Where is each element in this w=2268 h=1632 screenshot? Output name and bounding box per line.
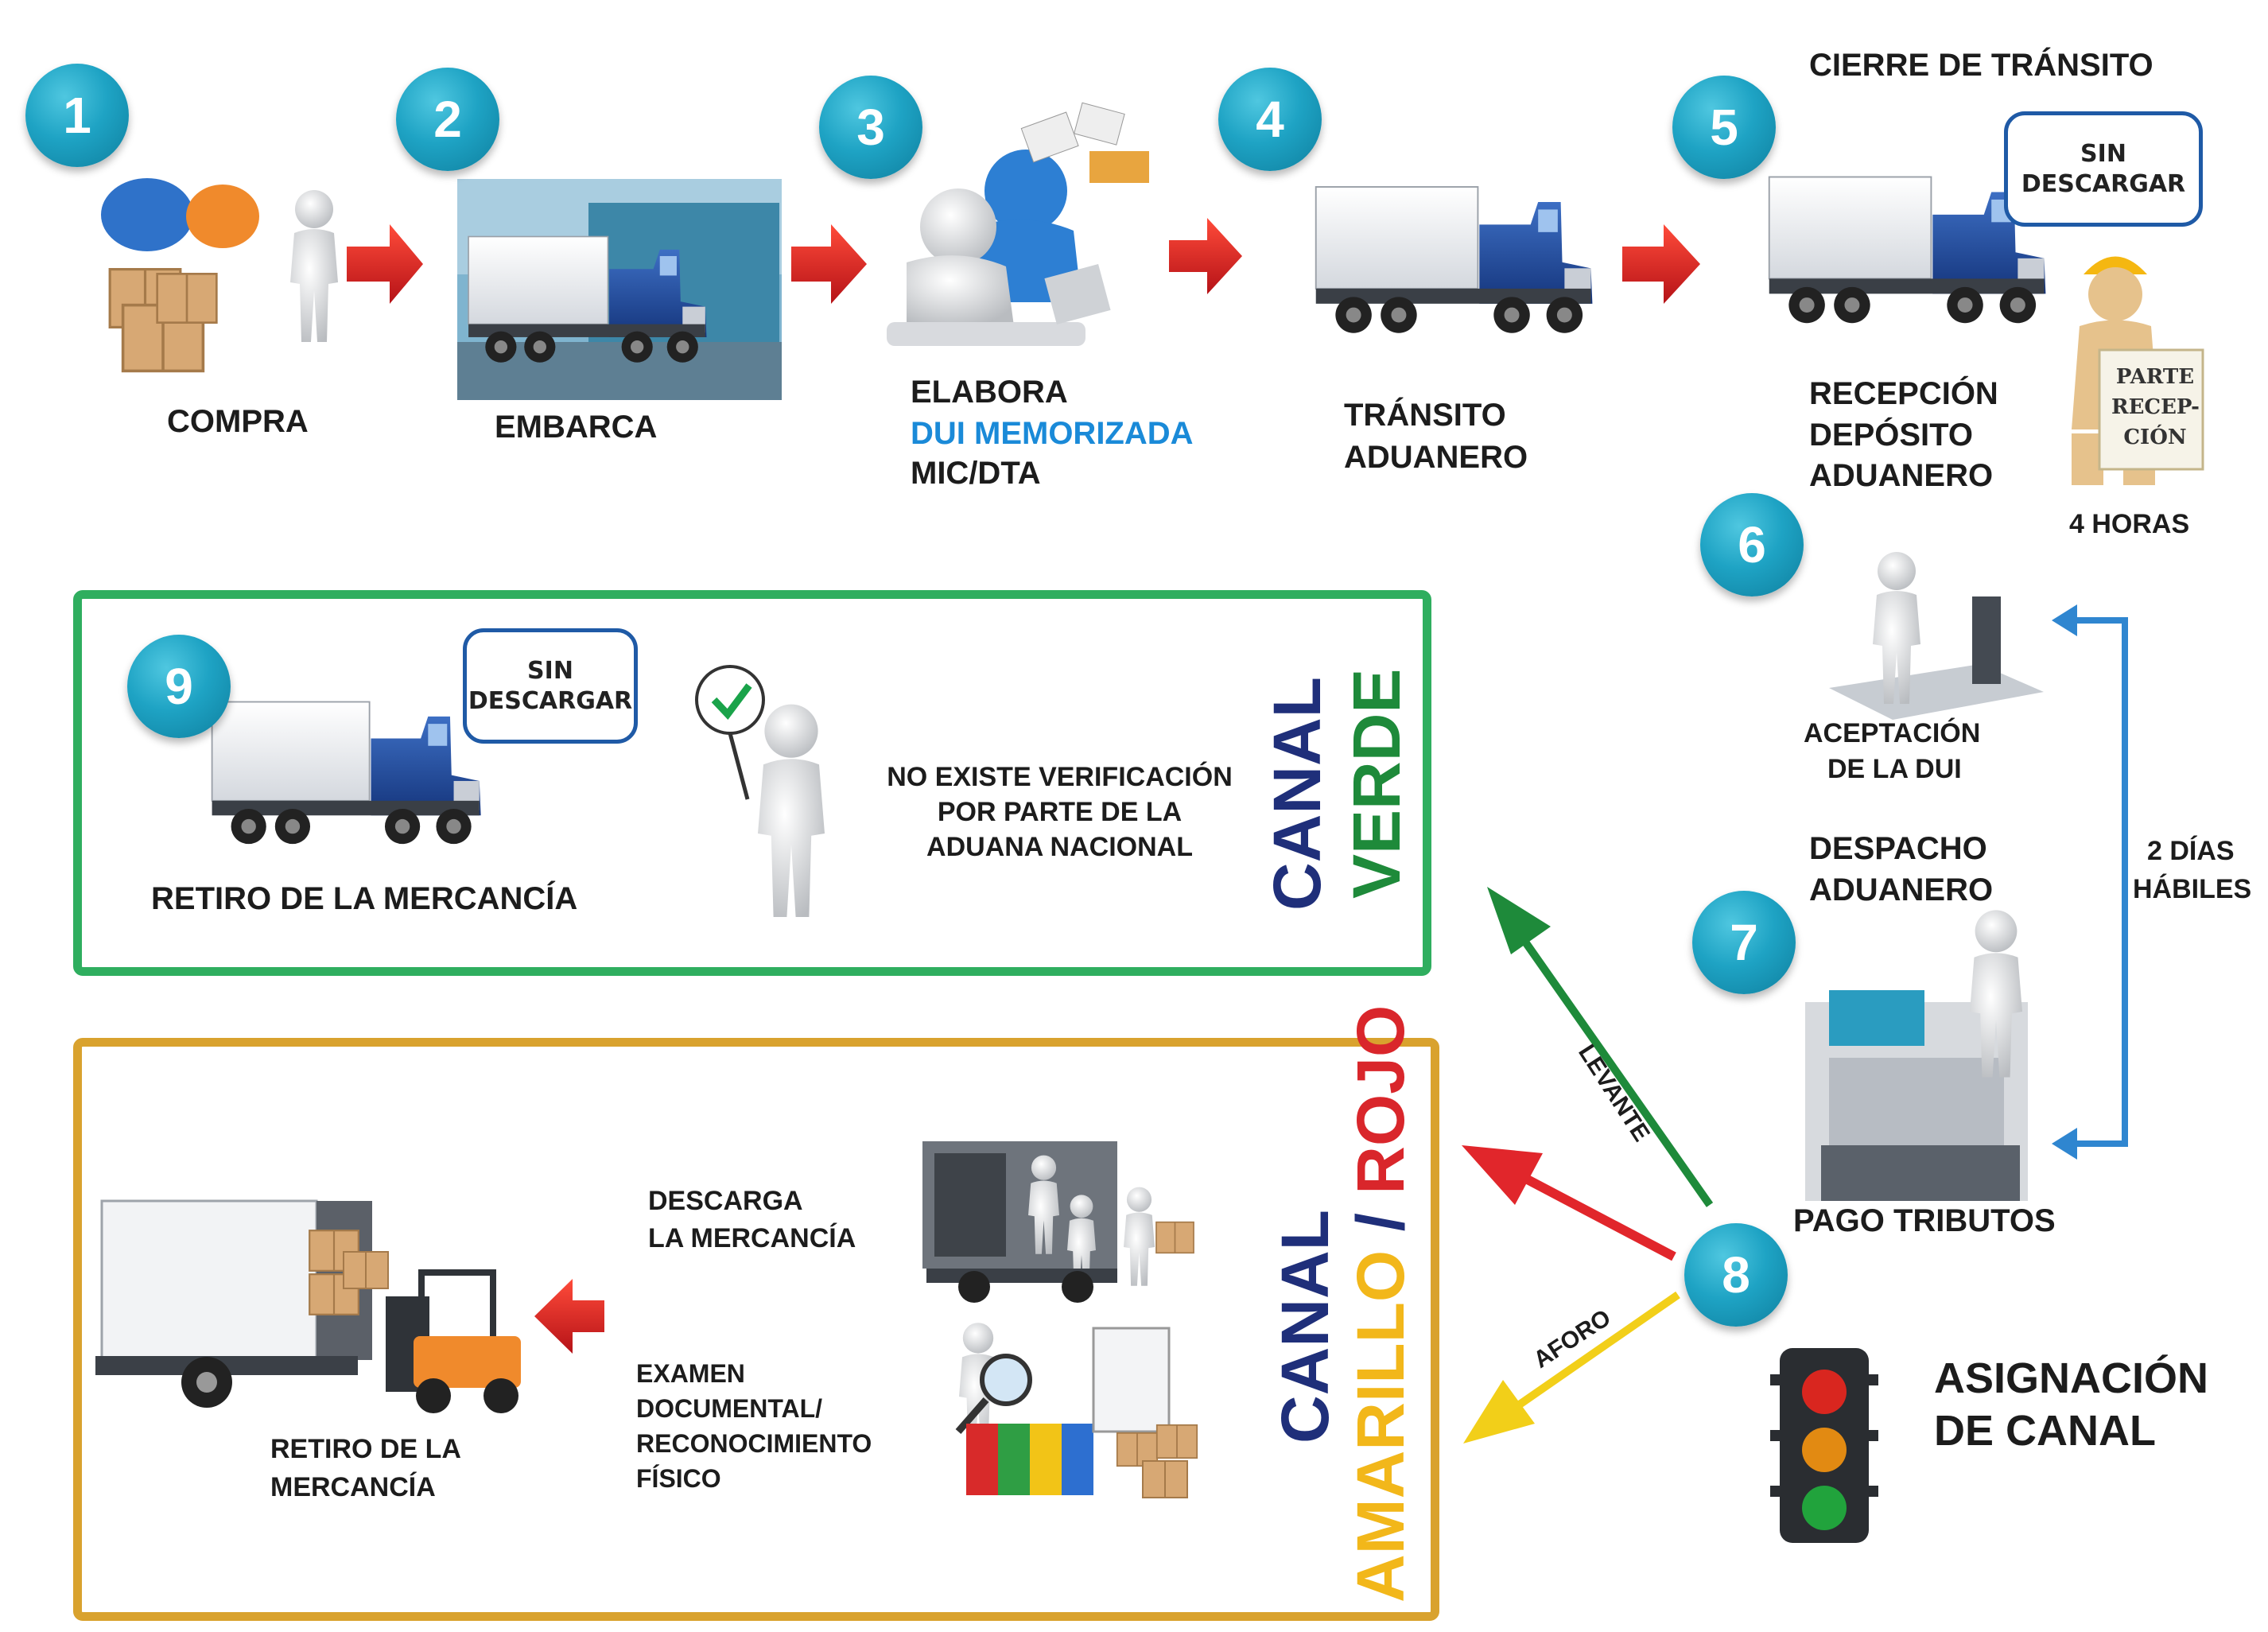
step-badge-2: 2 — [396, 68, 499, 171]
canal-amarillo-rojo-word2: AMARILLO / ROJO — [1343, 1004, 1418, 1603]
step-badge-9: 9 — [127, 635, 231, 738]
canal-amarillo-rojo-panel — [73, 1038, 1439, 1621]
step-badge-6: 6 — [1700, 493, 1804, 596]
step2-label: EMBARCA — [495, 410, 658, 445]
two-days-line2: HÁBILES — [2133, 874, 2252, 904]
examen-text: EXAMEN DOCUMENTAL/ RECONOCIMIENTO FÍSICO — [636, 1356, 872, 1496]
step1-label: COMPRA — [167, 404, 309, 439]
step6-line2: DE LA DUI — [1827, 754, 1962, 784]
unloading-illustration — [922, 1141, 1194, 1303]
step7-top-line1: DESPACHO — [1809, 831, 1987, 866]
magnifier-icon — [955, 1323, 1198, 1499]
step2-photo — [457, 179, 782, 400]
step4-line1: TRÁNSITO — [1344, 398, 1506, 433]
canal-amarillo-rojo-word1: CANAL — [1268, 1210, 1342, 1444]
descarga-line1: DESCARGA — [648, 1186, 803, 1216]
step5-line1: RECEPCIÓN — [1809, 376, 1998, 411]
asignacion-title: ASIGNACIÓN DE CANAL — [1934, 1352, 2208, 1457]
canal-verde-word2: VERDE — [1339, 668, 1414, 899]
step-badge-7: 7 — [1692, 891, 1796, 994]
bubble-line2: DESCARGAR — [468, 686, 633, 715]
step3-line3: MIC/DTA — [911, 456, 1041, 491]
step4-line2: ADUANERO — [1344, 440, 1528, 475]
slash-word: / — [1343, 1194, 1418, 1250]
check-sign-icon — [695, 665, 825, 917]
red-canal-arrow — [1462, 1145, 1676, 1261]
step5-title: CIERRE DE TRÁNSITO — [1809, 48, 2153, 83]
step9-speech-bubble: SIN DESCARGAR — [463, 628, 638, 744]
note-line3: ADUANA NACIONAL — [926, 832, 1193, 862]
arrow-1-2 — [347, 224, 423, 304]
step6-illustration — [1829, 552, 2044, 720]
step7-label: PAGO TRIBUTOS — [1793, 1203, 2056, 1238]
aforo-arrow — [1463, 1291, 1680, 1444]
bubble-line1: SIN — [527, 656, 573, 685]
sign-line2: RECEP- — [2111, 395, 2200, 419]
step6-line1: ACEPTACIÓN — [1804, 718, 1981, 748]
step5-line3: ADUANERO — [1809, 458, 1994, 493]
step7-top-line2: ADUANERO — [1809, 872, 1994, 907]
asignacion-line1: ASIGNACIÓN — [1934, 1354, 2209, 1402]
arrow-4-5 — [1622, 224, 1700, 304]
bubble-line1: SIN — [2080, 139, 2126, 168]
arrow-2-3 — [791, 224, 867, 304]
levante-arrow — [1487, 887, 1714, 1207]
examen-line3: RECONOCIMIENTO — [636, 1429, 872, 1458]
examen-line2: DOCUMENTAL/ — [636, 1394, 823, 1423]
descarga-line2: LA MERCANCÍA — [648, 1223, 856, 1253]
step-badge-8: 8 — [1684, 1223, 1788, 1327]
traffic-light-icon — [1770, 1348, 1878, 1543]
forklift-icon — [95, 1199, 521, 1413]
worker-icon — [2072, 256, 2204, 485]
step7-illustration — [1805, 910, 2028, 1201]
step9-label: RETIRO DE LA MERCANCÍA — [151, 881, 578, 916]
step-badge-5: 5 — [1672, 76, 1776, 179]
examen-line1: EXAMEN — [636, 1359, 745, 1388]
parte-recepcion-sign: PARTE RECEP- CIÓN — [2111, 362, 2200, 453]
two-days-arrow — [2068, 617, 2128, 1147]
examen-line4: FÍSICO — [636, 1464, 721, 1493]
bubble-line2: DESCARGAR — [2021, 169, 2186, 198]
step-badge-4: 4 — [1218, 68, 1322, 171]
arrow-3-4 — [1169, 218, 1242, 294]
step-badge-1: 1 — [25, 64, 129, 167]
canal-verde-word1: CANAL — [1260, 677, 1334, 911]
no-verification-note: NO EXISTE VERIFICACIÓN POR PARTE DE LA A… — [871, 760, 1249, 865]
retiro-line1: RETIRO DE LA — [270, 1434, 461, 1464]
two-days-line1: 2 DÍAS — [2147, 836, 2235, 866]
note-line1: NO EXISTE VERIFICACIÓN — [887, 762, 1233, 792]
amarillo-word: AMARILLO — [1343, 1249, 1418, 1603]
note-line2: POR PARTE DE LA — [937, 797, 1183, 827]
sign-line1: PARTE — [2115, 365, 2195, 389]
step5-line2: DEPÓSITO — [1809, 418, 1973, 453]
retiro-line2: MERCANCÍA — [270, 1472, 436, 1502]
step1-illustration — [101, 178, 338, 373]
step3-line1: ELABORA — [911, 375, 1068, 410]
arrow-into-retiro — [534, 1279, 604, 1354]
four-hours-label: 4 HORAS — [2069, 509, 2190, 539]
step3-illustration — [887, 102, 1149, 346]
step3-line2: DUI MEMORIZADA — [911, 416, 1194, 451]
truck-icon — [1315, 185, 1594, 334]
asignacion-line2: DE CANAL — [1934, 1407, 2156, 1455]
canal-verde-panel — [73, 590, 1431, 976]
step5-speech-bubble: SIN DESCARGAR — [2004, 111, 2203, 227]
step-badge-3: 3 — [819, 76, 922, 179]
sign-line3: CIÓN — [2123, 425, 2187, 449]
rojo-word: ROJO — [1343, 1004, 1418, 1195]
